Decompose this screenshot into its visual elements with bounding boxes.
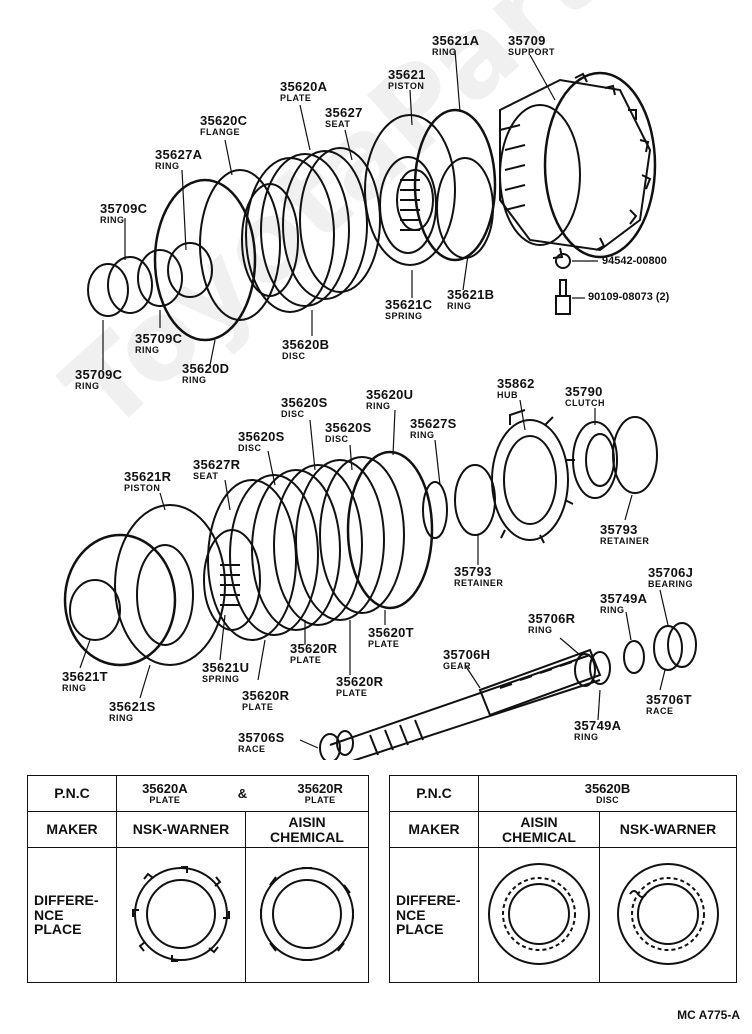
gear-shaft bbox=[329, 648, 602, 760]
plate-nsk-drawing bbox=[116, 847, 246, 983]
disc-aisin-drawing bbox=[478, 847, 600, 983]
maker-nsk-right: NSK-WARNER bbox=[599, 811, 737, 848]
pnc-label-right: P.N.C bbox=[389, 775, 479, 812]
maker-label: MAKER bbox=[27, 811, 117, 848]
drawing-reference: MC A775-A bbox=[677, 1008, 740, 1022]
hub bbox=[491, 409, 575, 544]
exploded-parts-diagram bbox=[63, 49, 697, 760]
support-drum bbox=[499, 71, 657, 259]
piston-upper bbox=[364, 114, 456, 266]
plate-aisin-drawing bbox=[245, 847, 369, 983]
part-number-bolt: 90109-08073 (2) bbox=[588, 291, 670, 303]
maker-nsk: NSK-WARNER bbox=[116, 811, 246, 848]
maker-label-right: MAKER bbox=[389, 811, 479, 848]
part-number-washer: 94542-00800 bbox=[602, 255, 667, 267]
disc-nsk-drawing bbox=[599, 847, 737, 983]
pnc-label: P.N.C bbox=[27, 775, 117, 812]
